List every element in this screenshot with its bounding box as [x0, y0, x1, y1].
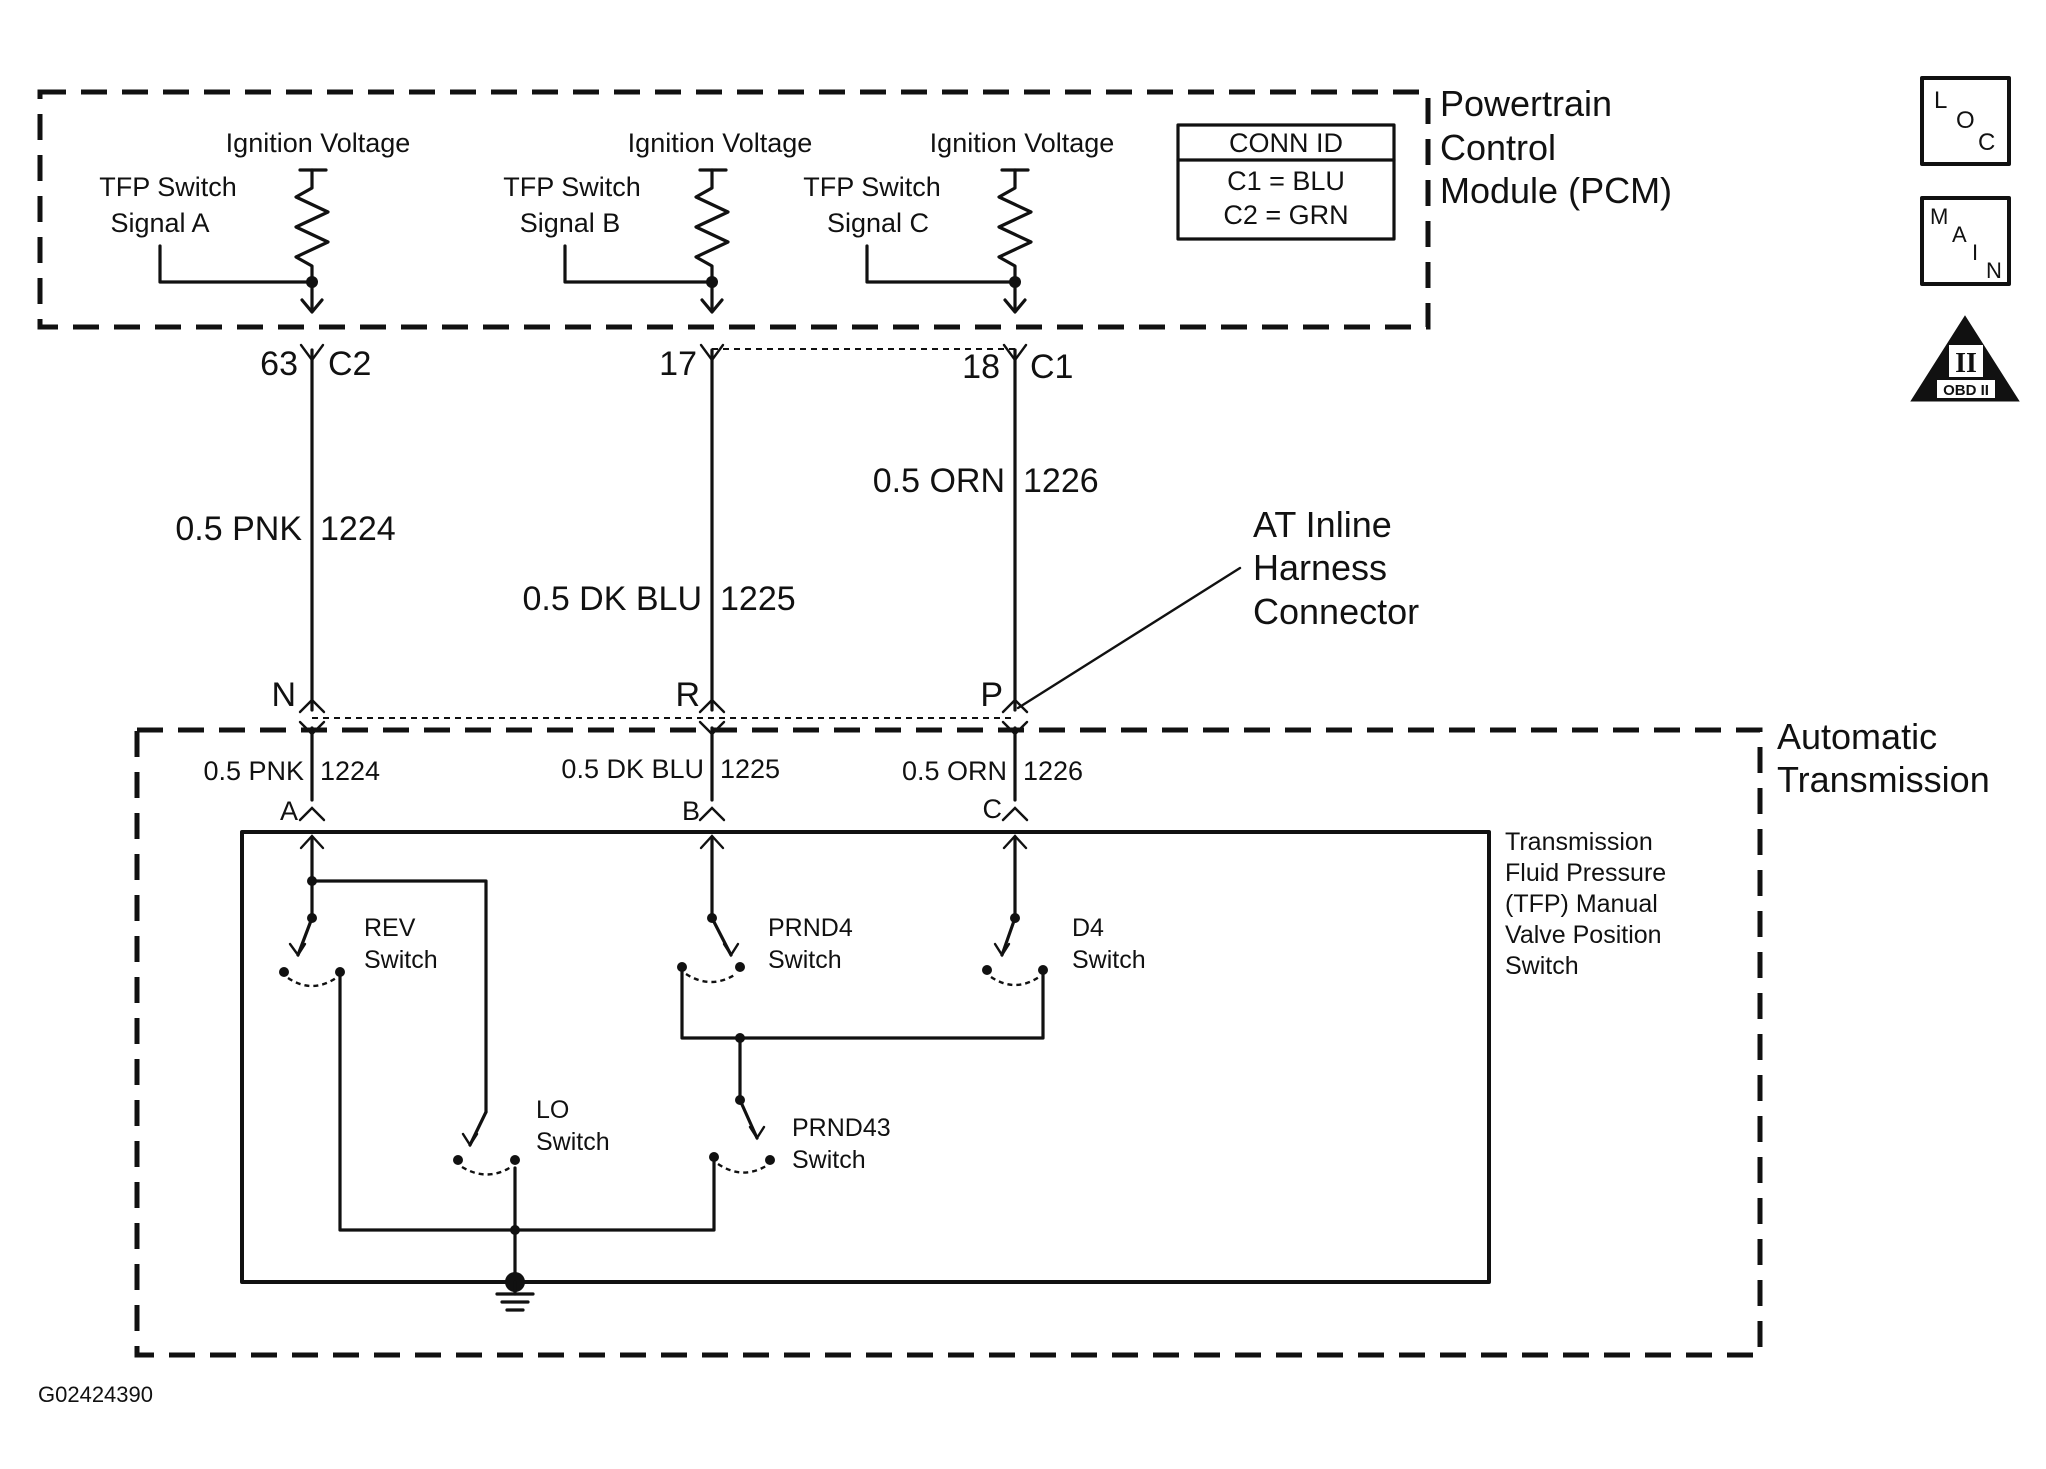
conn-c2: C2 [328, 345, 371, 383]
loc-icon[interactable]: L O C [1920, 76, 2011, 166]
trans-wire-1225-gauge: 0.5 DK BLU [561, 754, 704, 784]
svg-text:M: M [1930, 204, 1948, 229]
ignition-voltage-label-c: Ignition Voltage [930, 128, 1115, 158]
svg-text:O: O [1956, 107, 1975, 134]
svg-text:Switch: Switch [1505, 952, 1579, 980]
trans-wire-1226-gauge: 0.5 ORN [902, 756, 1007, 786]
tfp-pin-c: C [983, 794, 1003, 824]
wire-1224-gauge: 0.5 PNK [175, 510, 302, 548]
ignition-voltage-label-a: Ignition Voltage [226, 128, 411, 158]
signal-label-c: Signal C [827, 208, 929, 238]
conn-c1: C1 [1030, 348, 1073, 386]
tfp-pin-b: B [682, 796, 700, 826]
pcm-input-c: Ignition Voltage TFP Switch Signal C [803, 128, 1115, 314]
tfp-switch-label-a: TFP Switch [99, 172, 237, 202]
tfp-internal-wiring [307, 836, 1045, 1312]
pcm-title-line-2: Control [1440, 127, 1556, 168]
tfp-switch-label-c: TFP Switch [803, 172, 941, 202]
inline-pin-r: R [675, 676, 700, 714]
pin-63: 63 [260, 345, 298, 383]
svg-text:OBD II: OBD II [1943, 382, 1989, 399]
wire-1225: 0.5 DK BLU 1225 [522, 348, 796, 712]
wire-1226-circuit: 1226 [1023, 462, 1099, 500]
transmission-title-line-2: Transmission [1777, 759, 1990, 800]
svg-text:(TFP) Manual: (TFP) Manual [1505, 890, 1658, 918]
tfp-switch-assembly [240, 830, 1491, 1284]
pcm-input-a: Ignition Voltage TFP Switch Signal A [99, 128, 411, 314]
d4-switch: D4 Switch [982, 914, 1146, 987]
conn-id-table: CONN ID C1 = BLU C2 = GRN [1176, 123, 1396, 241]
rev-switch-label-2: Switch [364, 946, 438, 974]
signal-label-b: Signal B [520, 208, 621, 238]
svg-text:L: L [1934, 87, 1947, 114]
conn-id-c1: C1 = BLU [1227, 166, 1345, 196]
pcm-boundary [37, 89, 1431, 330]
obd-ii-icon[interactable]: II OBD II [1910, 315, 2020, 402]
pcm-input-b: Ignition Voltage TFP Switch Signal B [503, 128, 813, 314]
lo-switch-label-1: LO [536, 1096, 569, 1124]
wire-1224-circuit: 1224 [320, 510, 396, 548]
trans-wire-1226: 0.5 ORN 1226 [902, 726, 1083, 802]
svg-text:Transmission: Transmission [1505, 828, 1653, 856]
inline-label-line-2: Harness [1253, 547, 1387, 588]
inline-pin-n: N [271, 676, 296, 714]
prnd4-switch-label-2: Switch [768, 946, 842, 974]
svg-text:C: C [1978, 129, 1995, 156]
inline-label-line-1: AT Inline [1253, 504, 1392, 545]
svg-text:Valve Position: Valve Position [1505, 921, 1662, 949]
pin-17: 17 [659, 345, 697, 383]
trans-wire-1226-circuit: 1226 [1023, 756, 1083, 786]
lo-switch: LO Switch [453, 1096, 610, 1176]
inline-pin-p: P [980, 676, 1003, 714]
inline-label-line-3: Connector [1253, 591, 1419, 632]
wire-1226: 0.5 ORN 1226 [873, 348, 1099, 712]
prnd43-switch-label-1: PRND43 [792, 1114, 891, 1142]
svg-text:Fluid Pressure: Fluid Pressure [1505, 859, 1666, 887]
signal-label-a: Signal A [110, 208, 209, 238]
prnd43-switch-label-2: Switch [792, 1146, 866, 1174]
rev-switch: REV Switch [279, 914, 438, 988]
svg-text:N: N [1986, 258, 2002, 283]
conn-id-c2: C2 = GRN [1223, 200, 1348, 230]
rev-switch-label-1: REV [364, 914, 416, 942]
tfp-switch-label: Transmission Fluid Pressure (TFP) Manual… [1505, 828, 1666, 980]
pcm-connector-pins: 63 C2 17 18 C1 [260, 343, 1073, 386]
main-icon[interactable]: M A I N [1920, 196, 2011, 286]
trans-wire-1224: 0.5 PNK 1224 [203, 726, 380, 802]
wire-1225-circuit: 1225 [720, 580, 796, 618]
lo-switch-label-2: Switch [536, 1128, 610, 1156]
wire-1226-gauge: 0.5 ORN [873, 462, 1005, 500]
trans-wire-1224-gauge: 0.5 PNK [203, 756, 304, 786]
prnd4-switch: PRND4 Switch [677, 914, 853, 984]
figure-id: G02424390 [38, 1382, 153, 1407]
trans-wire-1225: 0.5 DK BLU 1225 [561, 726, 780, 802]
prnd43-switch: PRND43 Switch [709, 1098, 891, 1174]
d4-switch-label-1: D4 [1072, 914, 1104, 942]
ignition-voltage-label-b: Ignition Voltage [628, 128, 813, 158]
pcm-title-line-3: Module (PCM) [1440, 170, 1672, 211]
pcm-title-line-1: Powertrain [1440, 83, 1612, 124]
svg-text:A: A [1952, 222, 1967, 247]
tfp-connector-pins: A B C [280, 794, 1029, 850]
prnd4-switch-label-1: PRND4 [768, 914, 853, 942]
svg-text:I: I [1972, 240, 1978, 265]
trans-wire-1225-circuit: 1225 [720, 754, 780, 784]
tfp-switch-label-b: TFP Switch [503, 172, 641, 202]
transmission-boundary [134, 727, 1763, 1358]
conn-id-title: CONN ID [1229, 128, 1343, 158]
pin-18: 18 [962, 348, 1000, 386]
svg-text:II: II [1955, 348, 1977, 379]
tfp-pin-a: A [280, 796, 298, 826]
trans-wire-1224-circuit: 1224 [320, 756, 380, 786]
transmission-title-line-1: Automatic [1777, 716, 1937, 757]
d4-switch-label-2: Switch [1072, 946, 1146, 974]
wire-1224: 0.5 PNK 1224 [175, 348, 396, 712]
inline-harness-connector: AT Inline Harness Connector N R P [271, 504, 1419, 736]
wire-1225-gauge: 0.5 DK BLU [522, 580, 702, 618]
